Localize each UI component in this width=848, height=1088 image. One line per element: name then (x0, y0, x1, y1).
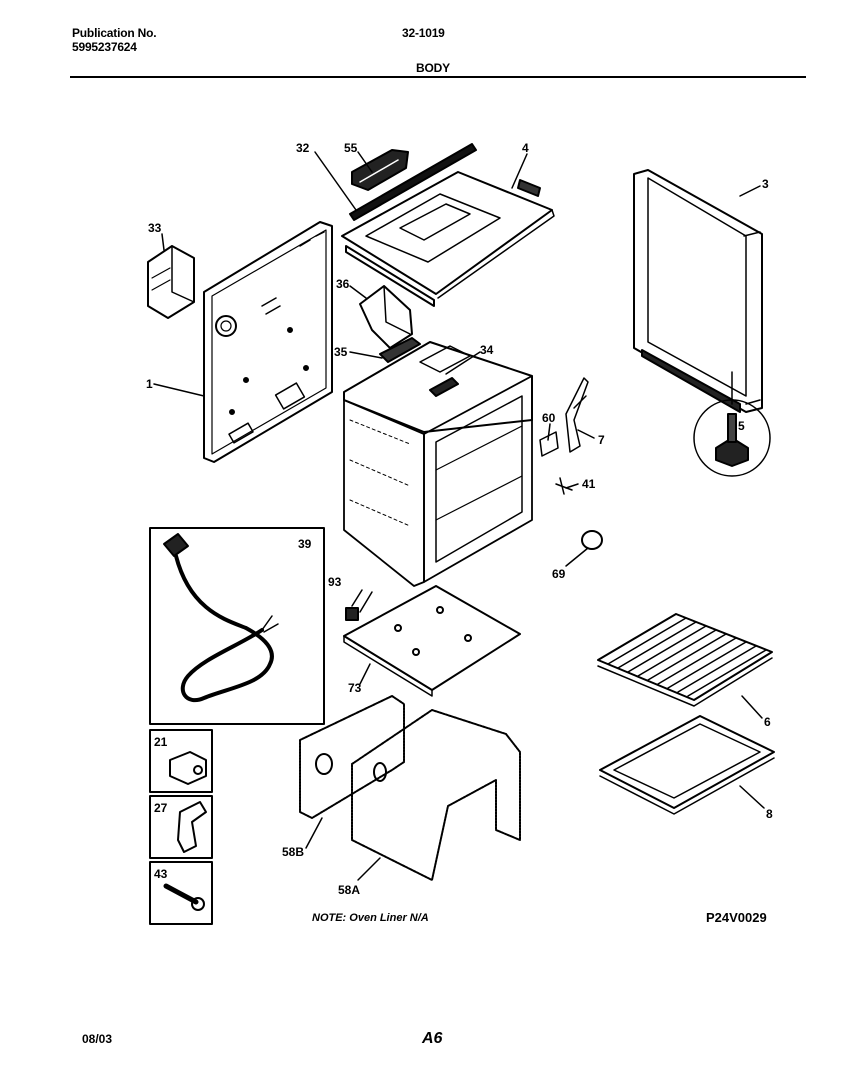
part-58b-insulation (299, 695, 405, 819)
callout-4: 4 (522, 141, 529, 155)
callout-93: 93 (328, 575, 342, 589)
callout-3: 3 (762, 177, 769, 191)
callout-5: 5 (738, 419, 745, 433)
diagram-code: P24V0029 (706, 910, 767, 925)
callout-36: 36 (336, 277, 350, 291)
callout-33: 33 (148, 221, 162, 235)
part-8-broiler-pan (599, 715, 775, 815)
part-1-back-panel (203, 221, 333, 463)
part-58a-insulation (351, 709, 521, 881)
callout-58a: 58A (338, 883, 360, 897)
callout-60: 60 (542, 411, 556, 425)
footer-date: 08/03 (82, 1032, 113, 1046)
callout-27: 27 (154, 801, 168, 815)
callout-43: 43 (154, 867, 168, 881)
callout-1: 1 (146, 377, 153, 391)
part-27-clamp (149, 795, 213, 859)
callout-69: 69 (552, 567, 566, 581)
part-5-leveling-leg (693, 371, 771, 477)
callout-55: 55 (344, 141, 358, 155)
part-69-hole-plug (581, 530, 603, 550)
part-6-oven-rack (597, 613, 773, 707)
part-33-bracket (147, 245, 195, 319)
callout-58b: 58B (282, 845, 304, 859)
page-number: A6 (422, 1030, 443, 1047)
model-number: 32-1019 (402, 26, 445, 40)
callout-35: 35 (334, 345, 348, 359)
part-93-switch (345, 591, 373, 621)
callout-labels: 32 55 4 3 33 1 36 35 34 5 60 7 41 69 39 … (146, 141, 773, 897)
callout-8: 8 (766, 807, 773, 821)
part-3-side-panel (633, 169, 763, 413)
callout-73: 73 (348, 681, 362, 695)
part-36-flue-duct (359, 285, 413, 349)
part-43-screw (149, 861, 213, 925)
callout-41: 41 (582, 477, 596, 491)
leader-lines (153, 151, 765, 881)
part-55-bracket (351, 149, 409, 191)
callout-39: 39 (298, 537, 312, 551)
header-rule (70, 76, 806, 78)
part-21-strain-relief (149, 729, 213, 793)
oven-liner-note: NOTE: Oven Liner N/A (312, 912, 429, 924)
callout-21: 21 (154, 735, 168, 749)
part-32-trim-strip (349, 143, 477, 221)
part-35-flue-gasket (379, 337, 421, 363)
part-4-top-panel (341, 171, 555, 307)
part-41-screw (555, 477, 573, 495)
section-title: BODY (416, 61, 450, 75)
publication-number: 5995237624 (72, 40, 137, 54)
part-60-clip (539, 431, 559, 457)
callout-7: 7 (598, 433, 605, 447)
part-7-hinge (565, 377, 589, 453)
callout-6: 6 (764, 715, 771, 729)
part-73-bottom-panel (343, 585, 521, 697)
callout-32: 32 (296, 141, 310, 155)
publication-label: Publication No. (72, 26, 157, 40)
callout-34: 34 (480, 343, 494, 357)
part-34-oven-cabinet (343, 341, 533, 587)
part-39-power-cord (149, 527, 325, 725)
